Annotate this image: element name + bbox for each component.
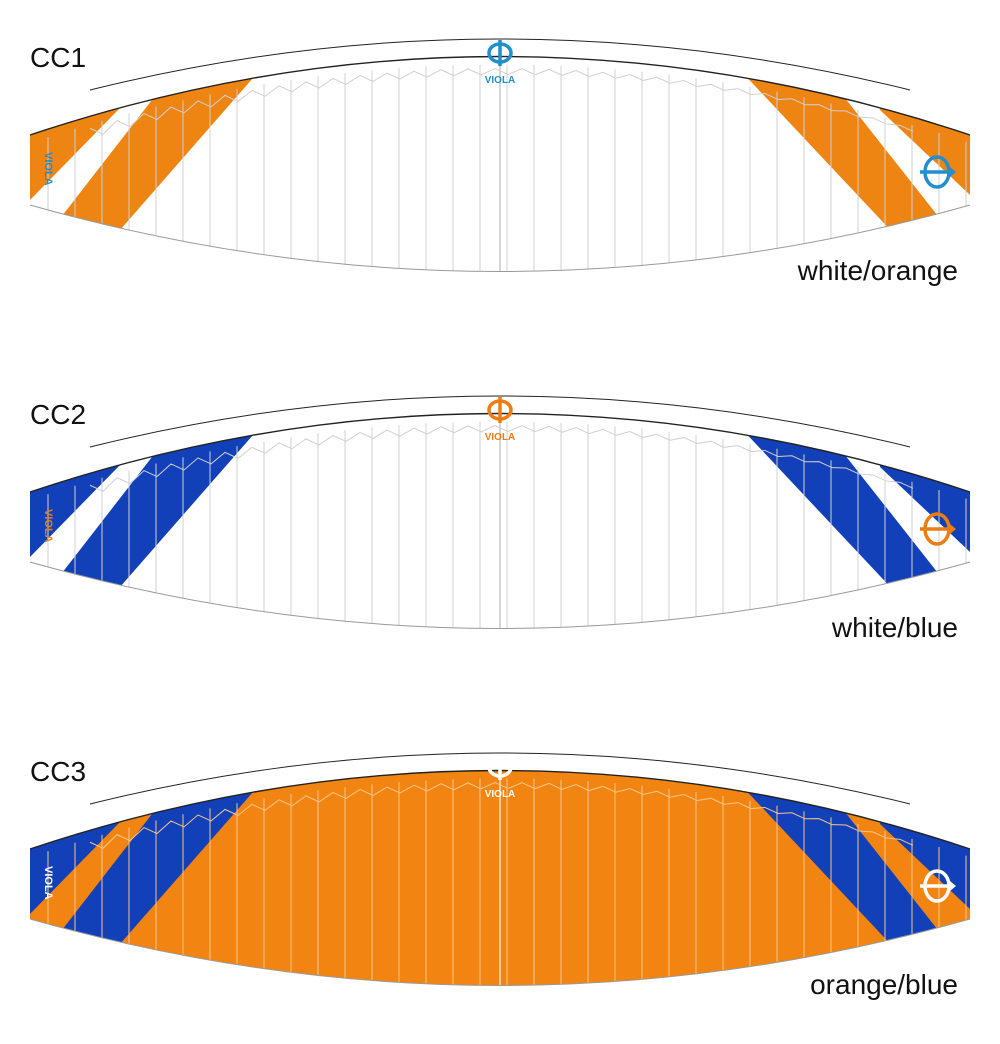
variant-cc3: VIOLA VIOLA CC3 orange/blue [0,714,1000,1044]
variant-color-label: white/blue [831,612,958,643]
wing-illustration: VIOLA VIOLA [29,38,971,272]
phi-logo-icon [487,754,513,780]
trailing-edge [29,561,971,629]
variant-code-label: CC2 [30,399,87,430]
phi-logo-icon [487,397,513,423]
variant-cc1: VIOLA VIOLA CC1 white/orange [0,0,1000,330]
leading-edge-inner [89,752,911,805]
side-brand-text: VIOLA [42,152,54,186]
wing-stripe [55,56,260,230]
variant-code-label: CC3 [30,756,87,787]
side-brand-text: VIOLA [42,509,54,543]
wing-illustration: VIOLA VIOLA [29,395,971,629]
wing-illustration: VIOLA VIOLA [29,752,971,986]
wing-stripe [55,770,260,944]
center-brand-text: VIOLA [485,75,516,86]
leading-edge-inner [89,38,911,91]
phi-logo-icon [487,40,513,66]
center-brand-text: VIOLA [485,789,516,800]
tip-phi-logo-icon [920,869,956,903]
side-brand-text: VIOLA [42,866,54,900]
tip-phi-logo-icon [920,155,956,189]
cell-openings [89,781,914,849]
variant-color-label: orange/blue [810,969,958,1000]
variant-cc2: VIOLA VIOLA CC2 white/blue [0,357,1000,687]
wing-stripe [55,413,260,587]
wing-stripe [740,56,945,235]
center-brand-text: VIOLA [485,432,516,443]
leading-edge-inner [89,395,911,448]
wing-stripe [740,413,945,592]
trailing-edge [29,918,971,986]
trailing-edge [29,204,971,272]
tip-phi-logo-icon [920,512,956,546]
cell-openings [89,424,914,492]
variant-code-label: CC1 [30,42,87,73]
variant-color-label: white/orange [797,255,958,286]
wing-stripe [740,770,945,949]
cell-openings [89,67,914,135]
